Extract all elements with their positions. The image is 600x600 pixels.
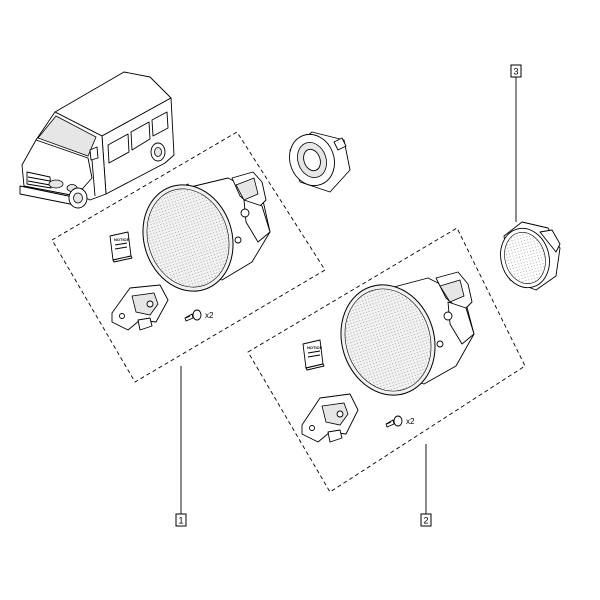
- kit-1-outline: [51, 131, 326, 383]
- fog-lamp-2: [340, 271, 475, 396]
- lamp-holder-ring: [289, 131, 351, 193]
- kit-2-group: NOTICE: [247, 227, 526, 493]
- screw-1: x2: [184, 309, 214, 322]
- callout-2-label: 2: [423, 516, 428, 526]
- van-illustration: [19, 71, 175, 209]
- mounting-bracket-2: [301, 393, 359, 443]
- notice-label-1: NOTICE: [114, 237, 129, 242]
- callout-1[interactable]: 1: [175, 513, 187, 527]
- callout-3[interactable]: 3: [510, 64, 522, 78]
- kit-2-outline: [247, 227, 526, 493]
- kit-1-group: NOTICE: [51, 131, 326, 383]
- notice-booklet-1: NOTICE: [109, 231, 133, 263]
- screw-2: x2: [385, 415, 415, 428]
- screw-2-quantity: x2: [406, 417, 415, 426]
- callout-2[interactable]: 2: [420, 513, 432, 527]
- fog-lamp-1: [142, 171, 271, 292]
- callout-3-label: 3: [513, 67, 518, 77]
- screw-1-quantity: x2: [205, 311, 214, 320]
- callout-1-label: 1: [178, 516, 183, 526]
- mounting-bracket-1: [111, 284, 169, 331]
- notice-label-2: NOTICE: [307, 345, 322, 350]
- part-3-lamp-insert: [500, 221, 561, 291]
- notice-booklet-2: NOTICE: [302, 339, 325, 371]
